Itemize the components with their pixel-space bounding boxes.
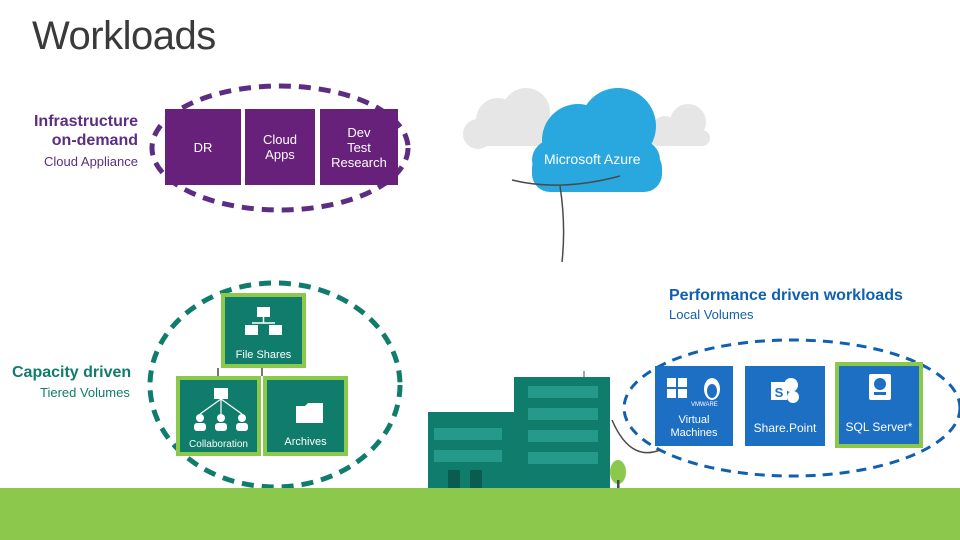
building-right (514, 371, 610, 492)
performance-subheading: Local Volumes (669, 307, 754, 322)
folder-icon (296, 403, 323, 423)
linux-icon (704, 378, 720, 400)
infrastructure-heading: Infrastructure on-demand (33, 113, 138, 149)
archives-label: Archives (284, 436, 327, 448)
tile-cloud-apps: Cloud Apps (245, 109, 315, 185)
file-shares-icon (245, 307, 282, 335)
sql-server-icon (869, 374, 891, 400)
tile-sql-server: SQL Server* (835, 362, 923, 448)
capacity-dashed-ring (147, 280, 403, 490)
azure-connector-line (511, 175, 621, 263)
collaboration-label: Collaboration (189, 439, 248, 450)
file-shares-label: File Shares (235, 349, 292, 361)
tile-virtual-machines: VMWARE Virtual Machines (655, 366, 733, 446)
azure-cloud-shape (532, 88, 662, 192)
svg-text:S: S (775, 385, 784, 400)
windows-icon (667, 378, 687, 398)
sql-server-label: SQL Server* (845, 420, 913, 434)
tile-sharepoint: S Share.Point (745, 366, 825, 446)
page-title: Workloads (32, 14, 216, 58)
sharepoint-label: Share.Point (753, 421, 817, 435)
virtual-machines-label: Virtual Machines (670, 414, 718, 439)
vmware-label: VMWARE (691, 402, 718, 408)
performance-dashed-ring (622, 338, 960, 478)
grey-cloud-right (650, 104, 710, 146)
sharepoint-icon: S (771, 378, 799, 403)
capacity-subheading: Tiered Volumes (40, 385, 130, 400)
azure-label: Microsoft Azure (544, 151, 641, 167)
grey-cloud-left (463, 88, 550, 149)
tile-archives: Archives (263, 376, 348, 456)
tile-dr: DR (165, 109, 241, 185)
tree-icon (610, 460, 626, 492)
infrastructure-dashed-ring (149, 83, 411, 213)
building-left (428, 412, 516, 492)
infrastructure-subheading: Cloud Appliance (44, 154, 138, 169)
tile-file-shares: File Shares (221, 293, 306, 368)
grass-ground (0, 488, 960, 540)
capacity-connector-lines (217, 368, 263, 376)
tile-dev-test-research: Dev Test Research (320, 109, 398, 185)
building-connector-line (611, 419, 661, 454)
capacity-heading: Capacity driven (12, 364, 132, 381)
collaboration-icon (194, 388, 248, 431)
tile-collaboration: Collaboration (176, 376, 261, 456)
performance-heading: Performance driven workloads (669, 287, 903, 304)
